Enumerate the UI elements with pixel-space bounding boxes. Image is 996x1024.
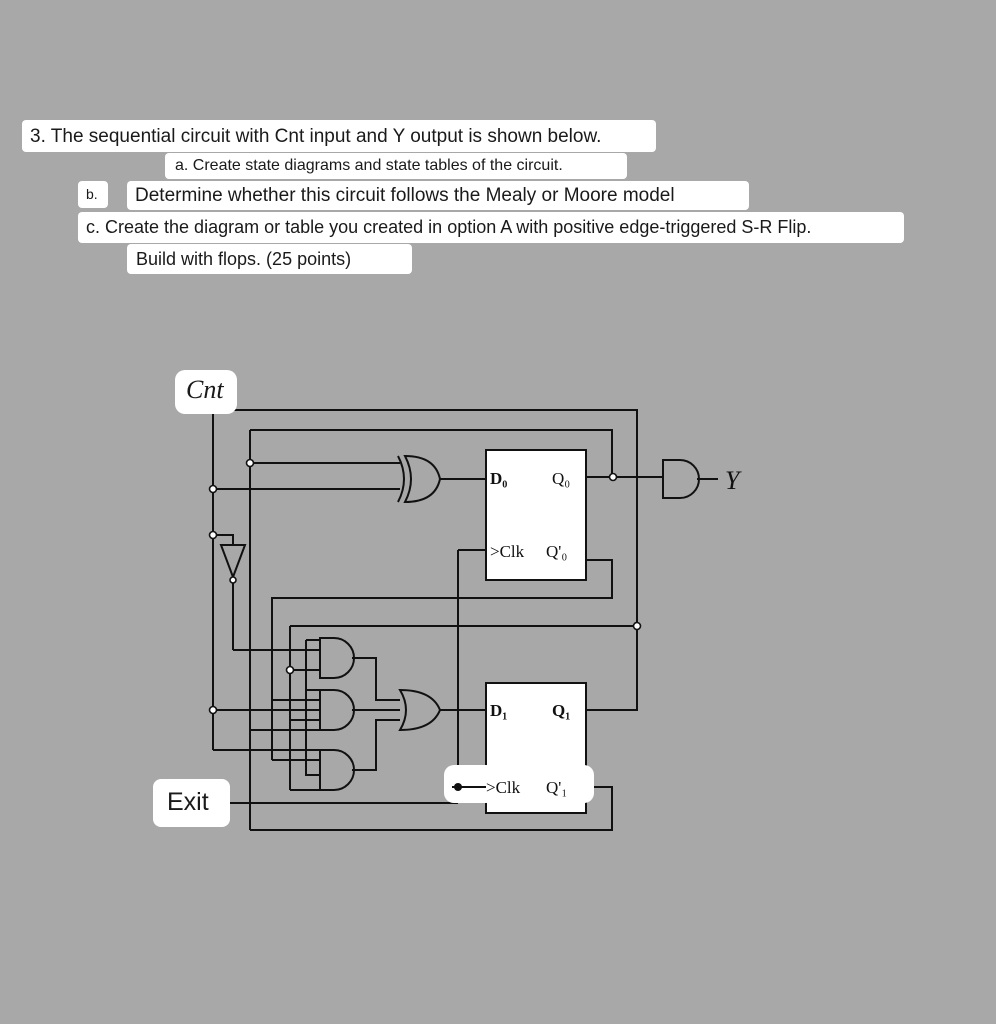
junction-dot: [285, 665, 295, 675]
ff0-q-highlight: [544, 459, 584, 493]
ff0-qn-pin: Q'₀: [546, 542, 567, 561]
ff1-qn-pin: Q'₁: [546, 778, 567, 797]
ff1-d-pin: D₁: [490, 701, 507, 720]
ff0-q-pin: Q₀: [552, 469, 570, 488]
junction-dot: [245, 458, 255, 468]
output-and-gate: [662, 459, 700, 499]
d-flip-flop-0: D₀ Q₀ >Clk Q'₀: [485, 449, 587, 581]
question-part-b-tag: b.: [78, 181, 108, 208]
question-title: 3. The sequential circuit with Cnt input…: [22, 120, 656, 152]
not-gate: [219, 544, 247, 584]
or-gate: [398, 688, 442, 732]
junction-dot: [608, 472, 618, 482]
question-part-c-continued: Build with flops. (25 points): [127, 244, 412, 274]
ff1-clk-highlight: [444, 765, 594, 803]
d-flip-flop-1: D₁ Q₁ >Clk Q'₁: [444, 682, 594, 814]
junction-dot: [208, 530, 218, 540]
and-gate-1: [319, 637, 355, 679]
ff0-clk-pin: >Clk: [490, 542, 525, 561]
xor-gate: [397, 454, 442, 504]
junction-dot: [632, 621, 642, 631]
exit-label: Exit: [153, 779, 230, 827]
ff0-d-pin: D₀: [490, 469, 507, 488]
and-gate-2: [319, 689, 355, 731]
ff1-q-pin: Q₁: [552, 701, 570, 720]
and-gate-3: [319, 749, 355, 791]
question-part-c: c. Create the diagram or table you creat…: [78, 212, 904, 243]
output-y-label: Y: [725, 466, 742, 495]
circuit-wires: [212, 409, 718, 831]
question-part-b: Determine whether this circuit follows t…: [127, 181, 749, 210]
ff1-clk-pin: >Clk: [486, 778, 521, 797]
junction-dot: [208, 705, 218, 715]
input-cnt-label: Cnt: [175, 370, 237, 414]
question-part-a: a. Create state diagrams and state table…: [165, 153, 627, 179]
junction-dot: [208, 484, 218, 494]
